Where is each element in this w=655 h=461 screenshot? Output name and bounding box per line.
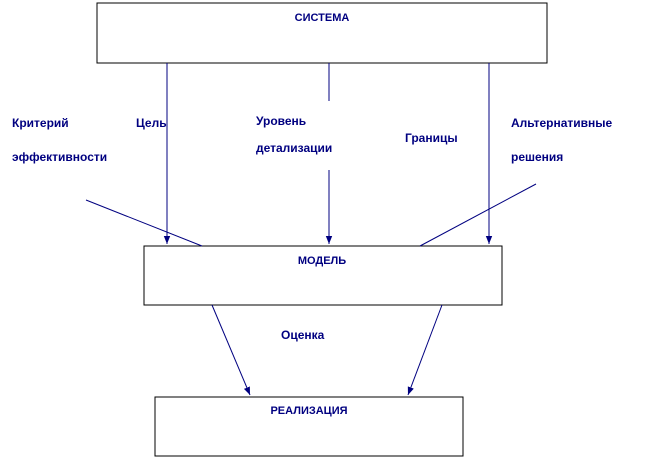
criterion-line (85, 199, 203, 247)
evaluation-arrow-left (211, 304, 251, 396)
detail-label-line1: Уровень (256, 114, 306, 128)
alternatives-label-line1: Альтернативные (511, 116, 613, 130)
detail-label-line2: детализации (256, 141, 332, 155)
boundaries-label: Границы (405, 131, 458, 145)
model-box (143, 245, 503, 306)
model-title: МОДЕЛЬ (298, 255, 346, 267)
goal-label: Цель (136, 116, 167, 130)
criterion-label-line2: эффективности (12, 150, 107, 164)
implementation-title: РЕАЛИЗАЦИЯ (270, 405, 347, 417)
evaluation-arrow-right (407, 304, 443, 396)
criterion-label-line1: Критерий (12, 116, 69, 130)
system-title: СИСТЕМА (295, 12, 350, 24)
system-box (96, 2, 548, 64)
alternatives-line (419, 183, 537, 247)
implementation-box (154, 396, 464, 457)
evaluation-label: Оценка (281, 328, 325, 342)
alternatives-label-line2: решения (511, 150, 563, 164)
